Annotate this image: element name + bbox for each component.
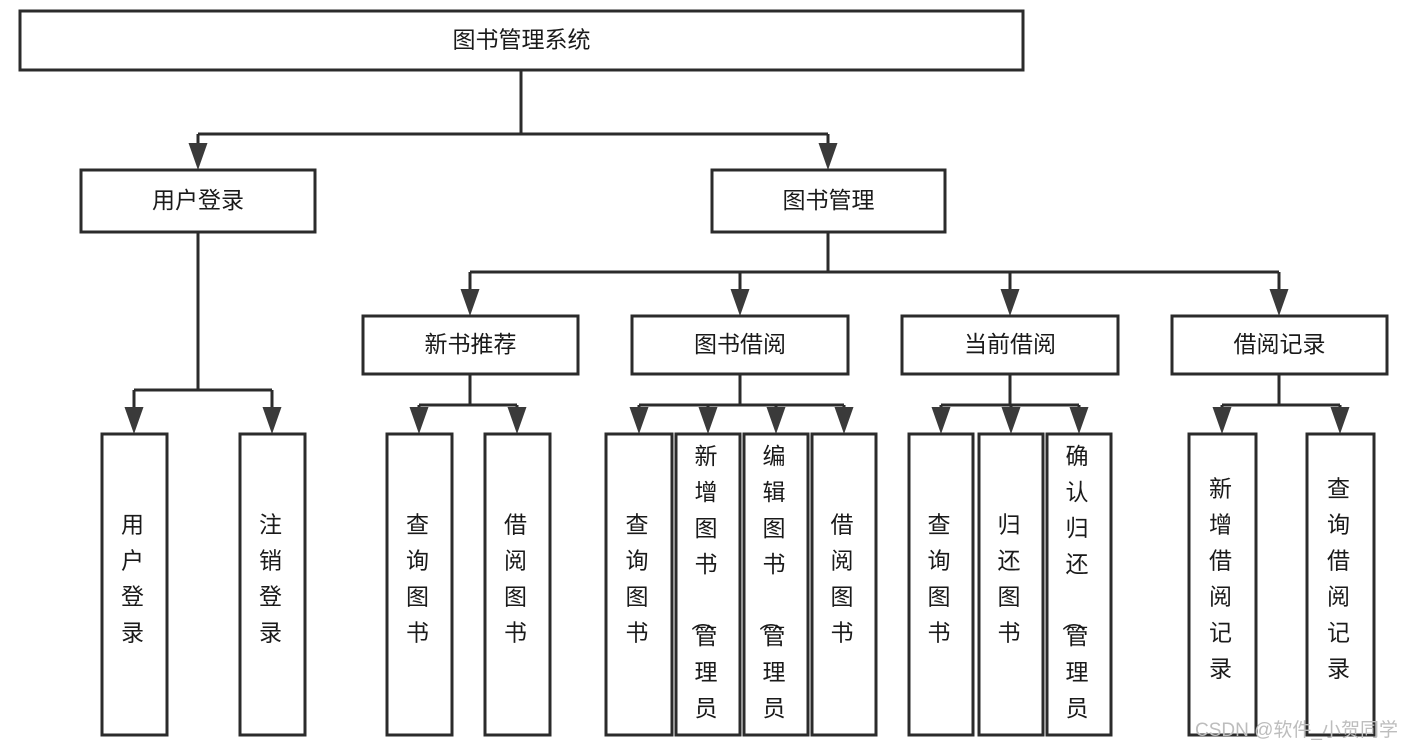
node-box[interactable] <box>742 432 810 737</box>
node-box[interactable] <box>79 168 317 234</box>
node-leaf-logout[interactable]: 注销登录 <box>238 432 307 737</box>
node-label: 图书管理 <box>783 187 875 213</box>
node-label: 确认归还（管理员） <box>1061 443 1093 747</box>
node-label: 借阅图书 <box>831 512 858 646</box>
node-borrow-record[interactable]: 借阅记录 <box>1170 314 1389 376</box>
node-label: 当前借阅 <box>964 331 1056 357</box>
node-box[interactable] <box>630 314 850 376</box>
node-box[interactable] <box>674 432 742 737</box>
connector-borrow-to-leaves <box>629 374 854 434</box>
node-leaf-query-record[interactable]: 查询借阅记录 <box>1305 432 1376 737</box>
node-leaf-query-book-3[interactable]: 查询图书 <box>907 432 975 737</box>
node-box[interactable] <box>977 432 1045 737</box>
node-box[interactable] <box>18 9 1025 72</box>
node-box[interactable] <box>100 432 169 737</box>
connector-record-to-leaves <box>1212 374 1350 434</box>
node-leaf-edit-book[interactable]: 编辑图书（管理员） <box>742 432 810 747</box>
node-leaf-return-book[interactable]: 归还图书 <box>977 432 1045 737</box>
csdn-watermark: CSDN @软件_小贺同学 <box>1195 719 1398 741</box>
node-box[interactable] <box>810 432 878 737</box>
node-label: 注销登录 <box>259 512 286 646</box>
node-box[interactable] <box>1187 432 1258 737</box>
node-label: 用户登录 <box>121 512 148 646</box>
connector-current-to-leaves <box>931 374 1089 434</box>
node-user-login[interactable]: 用户登录 <box>79 168 317 234</box>
node-leaf-borrow-book-1[interactable]: 借阅图书 <box>483 432 552 737</box>
connector-bookmgmt-to-level3 <box>460 232 1289 316</box>
node-leaf-confirm-return[interactable]: 确认归还（管理员） <box>1045 432 1113 747</box>
node-label: 新增借阅记录 <box>1209 476 1236 682</box>
node-label: 图书借阅 <box>694 331 786 357</box>
node-book-borrow[interactable]: 图书借阅 <box>630 314 850 376</box>
node-label: 新增图书（管理员） <box>690 443 722 747</box>
node-label: 查询图书 <box>928 512 955 646</box>
node-box[interactable] <box>238 432 307 737</box>
node-box[interactable] <box>1170 314 1389 376</box>
node-leaf-add-record[interactable]: 新增借阅记录 <box>1187 432 1258 737</box>
node-box[interactable] <box>710 168 947 234</box>
node-label: 查询借阅记录 <box>1327 476 1354 682</box>
node-leaf-user-login[interactable]: 用户登录 <box>100 432 169 737</box>
node-box[interactable] <box>900 314 1120 376</box>
node-label: 查询图书 <box>626 512 653 646</box>
nodes-layer: 图书管理系统用户登录图书管理新书推荐图书借阅当前借阅借阅记录用户登录注销登录查询… <box>18 9 1389 747</box>
node-leaf-query-book-1[interactable]: 查询图书 <box>385 432 454 737</box>
node-root-system[interactable]: 图书管理系统 <box>18 9 1025 72</box>
node-new-book-recommend[interactable]: 新书推荐 <box>361 314 580 376</box>
node-box[interactable] <box>1045 432 1113 737</box>
node-box[interactable] <box>604 432 674 737</box>
node-book-management[interactable]: 图书管理 <box>710 168 947 234</box>
node-box[interactable] <box>907 432 975 737</box>
node-current-borrow[interactable]: 当前借阅 <box>900 314 1120 376</box>
node-leaf-borrow-book-2[interactable]: 借阅图书 <box>810 432 878 737</box>
node-leaf-add-book[interactable]: 新增图书（管理员） <box>674 432 742 747</box>
connectors-layer <box>124 70 1350 434</box>
node-label: 归还图书 <box>998 512 1025 646</box>
node-leaf-query-book-2[interactable]: 查询图书 <box>604 432 674 737</box>
connector-root-to-level2 <box>188 70 838 170</box>
node-label: 用户登录 <box>152 187 244 213</box>
node-box[interactable] <box>385 432 454 737</box>
node-box[interactable] <box>361 314 580 376</box>
node-box[interactable] <box>483 432 552 737</box>
node-label: 编辑图书（管理员） <box>758 443 790 747</box>
node-label: 借阅记录 <box>1234 331 1326 357</box>
node-label: 查询图书 <box>406 512 433 646</box>
connector-userlogin-to-leaves <box>124 232 282 434</box>
node-box[interactable] <box>1305 432 1376 737</box>
node-label: 图书管理系统 <box>453 27 591 53</box>
node-label: 借阅图书 <box>504 512 531 646</box>
node-label: 新书推荐 <box>425 331 517 357</box>
connector-recommend-to-leaves <box>409 374 527 434</box>
